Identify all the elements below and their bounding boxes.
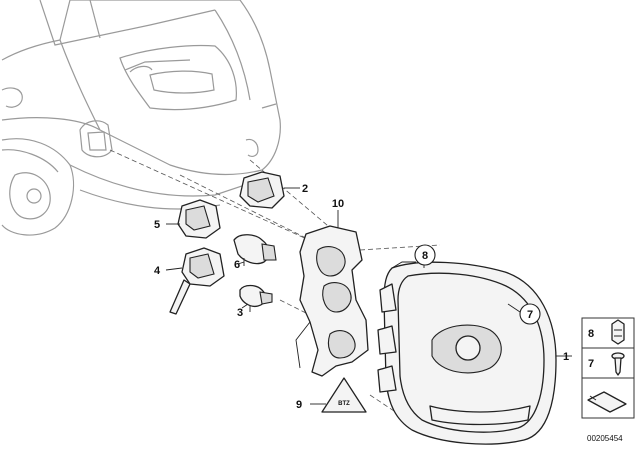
callout-4: 4: [154, 265, 161, 277]
bulb-carrier-part-10: [295, 210, 369, 377]
legend-row-7: [581, 347, 635, 379]
callout-10: 10: [332, 198, 344, 210]
bulb-socket-part-2: [239, 171, 300, 209]
wedge-gasket-icon: [587, 391, 627, 413]
callout-2: 2: [302, 183, 308, 195]
diagram-code: 00205454: [587, 434, 623, 443]
callout-8: 8: [422, 250, 428, 262]
callout-1: 1: [563, 351, 569, 363]
screw-icon: [611, 352, 625, 376]
bulb-socket-part-5: [166, 199, 221, 239]
warning-triangle-part-9: BTZ: [310, 377, 367, 413]
car-rear-outline: [1, 0, 281, 236]
callout-6: 6: [234, 259, 240, 271]
callout-7-circle: [519, 303, 541, 325]
bulb-part-6: [233, 234, 277, 266]
leader-lines: [237, 261, 521, 313]
callout-8-circle: [414, 244, 436, 266]
clip-nut-icon: [611, 319, 625, 345]
callout-5: 5: [154, 219, 160, 231]
warning-triangle-text: BTZ: [338, 401, 350, 407]
callout-7: 7: [527, 309, 533, 321]
legend-label-7: 7: [588, 358, 594, 370]
tail-light-housing-part-1: [377, 261, 572, 445]
bulb-socket-part-4: [165, 247, 225, 315]
legend-label-8: 8: [588, 328, 594, 340]
bulb-part-3: [239, 284, 273, 312]
callout-9: 9: [296, 399, 302, 411]
callout-labels: 1 2 3 4 5 6 9 10 8 7: [154, 183, 569, 411]
callout-3: 3: [237, 307, 243, 319]
parts-legend: 8 7 00205454: [581, 317, 635, 443]
